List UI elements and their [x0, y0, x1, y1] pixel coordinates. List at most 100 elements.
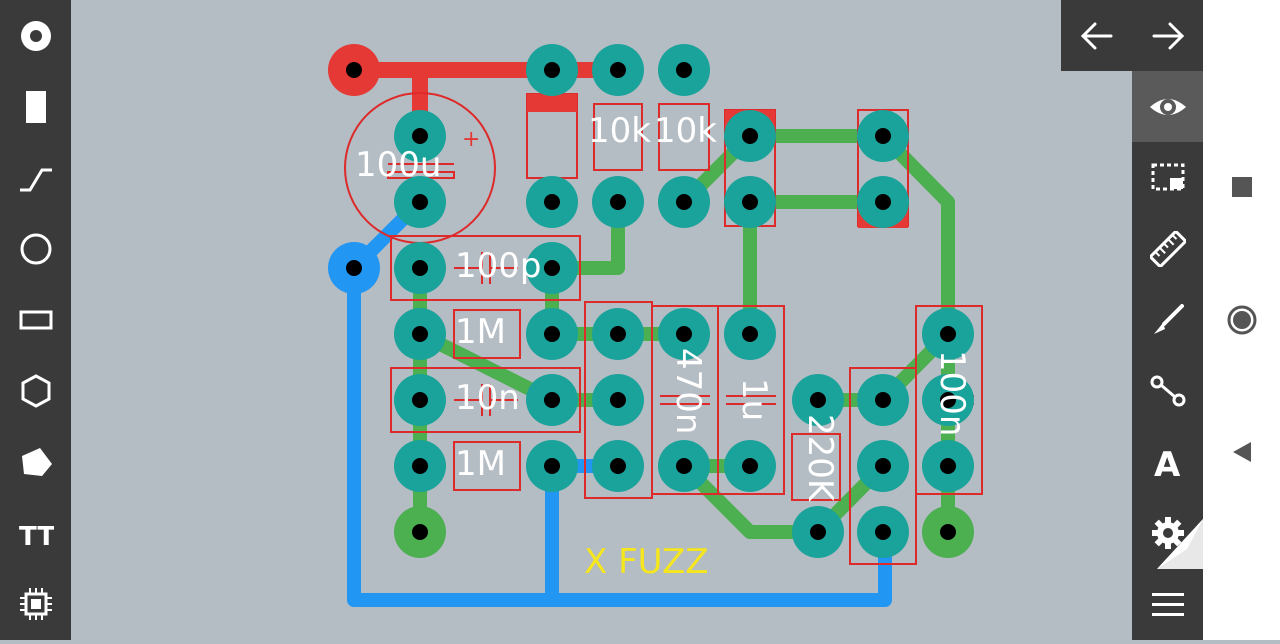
label-tool-button[interactable]: A [1132, 426, 1203, 497]
pcb-pad[interactable] [592, 308, 644, 360]
pcb-pad[interactable] [658, 440, 710, 492]
undo-button[interactable] [1061, 0, 1132, 71]
ground-track [347, 261, 892, 607]
pcb-pad[interactable] [526, 440, 578, 492]
label-100n: 100n [932, 350, 972, 436]
history-nav [1061, 0, 1203, 71]
label-1u: 1u [734, 378, 774, 421]
zone-tool-button[interactable] [0, 426, 71, 497]
connection-icon [1150, 375, 1185, 406]
pcb-pad[interactable] [922, 308, 974, 360]
back-button[interactable] [1203, 422, 1280, 482]
rectangle-tool-button[interactable] [0, 284, 71, 355]
measure-button[interactable] [1132, 213, 1203, 284]
pcb-pad[interactable] [328, 242, 380, 294]
square-icon [1231, 177, 1252, 197]
pcb-pad[interactable] [792, 506, 844, 558]
right-toolbar: A [1132, 71, 1203, 640]
text-tool-button[interactable]: TT [0, 497, 71, 568]
view-button[interactable] [1132, 71, 1203, 142]
menu-icon [1151, 592, 1184, 616]
pcb-pad[interactable] [857, 374, 909, 426]
pcb-pad[interactable] [394, 176, 446, 228]
draw-button[interactable] [1132, 284, 1203, 355]
pcb-pad[interactable] [592, 44, 644, 96]
triangle-back-icon [1232, 442, 1251, 462]
pcb-pad[interactable] [394, 242, 446, 294]
text-tool-label: TT [19, 522, 54, 551]
system-navigation-bar [1203, 0, 1280, 640]
label-100p: 100p [455, 246, 541, 286]
pcb-pad[interactable] [394, 308, 446, 360]
connect-button[interactable] [1132, 355, 1203, 426]
diode-cathode-mark [527, 94, 577, 112]
pcb-pad[interactable] [658, 308, 710, 360]
home-button[interactable] [1203, 290, 1280, 350]
track-tool-button[interactable] [0, 142, 71, 213]
label-470n: 470n [668, 348, 708, 434]
pcb-pad[interactable] [857, 110, 909, 162]
pcb-pad[interactable] [592, 374, 644, 426]
label-10n: 10n [455, 378, 520, 418]
polygon-tool-button[interactable] [0, 355, 71, 426]
resistor-1m-a-outline [453, 309, 521, 359]
pcb-pad[interactable] [724, 440, 776, 492]
circle-icon [1227, 305, 1256, 335]
arrow-left-icon [1080, 22, 1112, 49]
track-icon [19, 168, 52, 191]
pcb-pad[interactable] [658, 44, 710, 96]
settings-button[interactable] [1132, 497, 1203, 568]
circle-tool-button[interactable] [0, 213, 71, 284]
pcb-pad[interactable] [592, 440, 644, 492]
resistor-1m-b-outline [453, 441, 521, 491]
menu-button[interactable] [1132, 569, 1203, 640]
rectangle-icon [19, 310, 52, 329]
pcb-pad[interactable] [526, 242, 578, 294]
pcb-canvas[interactable]: + 100u 10k 10k 100p 1M 10n 1M 470n 1u 22… [71, 0, 1132, 640]
pcb-board-drawing: + 100u 10k 10k 100p 1M 10n 1M 470n 1u 22… [328, 44, 983, 607]
circle-icon [20, 233, 51, 264]
polygon-icon [21, 373, 50, 408]
pcb-pad[interactable] [724, 308, 776, 360]
redo-button[interactable] [1132, 0, 1203, 71]
pcb-pad[interactable] [857, 440, 909, 492]
smd-pad-tool-button[interactable] [0, 71, 71, 142]
pcb-pad[interactable] [394, 374, 446, 426]
capacitor-100n-outline [915, 305, 983, 495]
arrow-right-icon [1152, 22, 1184, 49]
component-tool-button[interactable] [0, 568, 71, 639]
label-100u: 100u [355, 145, 441, 185]
board-title: X FUZZ [584, 542, 709, 582]
label-1m-a: 1M [455, 312, 506, 352]
pcb-pad[interactable] [922, 374, 974, 426]
left-toolbar: TT [0, 0, 71, 640]
pcb-pad[interactable] [526, 44, 578, 96]
pcb-pad[interactable] [857, 176, 909, 228]
label-tool-text: A [1154, 445, 1181, 480]
pcb-pad[interactable] [328, 44, 380, 96]
pcb-pad[interactable] [857, 506, 909, 558]
pcb-pad[interactable] [526, 176, 578, 228]
recents-button[interactable] [1203, 157, 1280, 217]
select-area-button[interactable] [1132, 142, 1203, 213]
pcb-pad[interactable] [724, 176, 776, 228]
eye-icon [1149, 98, 1186, 115]
pcb-pad[interactable] [592, 176, 644, 228]
pcb-pad[interactable] [658, 176, 710, 228]
pcb-pad[interactable] [792, 374, 844, 426]
select-area-icon [1151, 163, 1184, 190]
pcb-pad[interactable] [526, 308, 578, 360]
pad-tool-button[interactable] [0, 0, 71, 71]
resistor-10k-b-outline [658, 103, 710, 171]
pcb-pad[interactable] [922, 506, 974, 558]
pcb-pad[interactable] [394, 440, 446, 492]
page-curl-icon [1157, 519, 1203, 569]
pcb-pad[interactable] [922, 440, 974, 492]
pcb-pad[interactable] [724, 110, 776, 162]
label-220k: 220K [800, 414, 840, 503]
pcb-pad[interactable] [526, 374, 578, 426]
pcb-pad[interactable] [394, 110, 446, 162]
pad-icon [20, 20, 51, 51]
smd-pad-icon [25, 90, 46, 123]
pcb-pad[interactable] [394, 506, 446, 558]
